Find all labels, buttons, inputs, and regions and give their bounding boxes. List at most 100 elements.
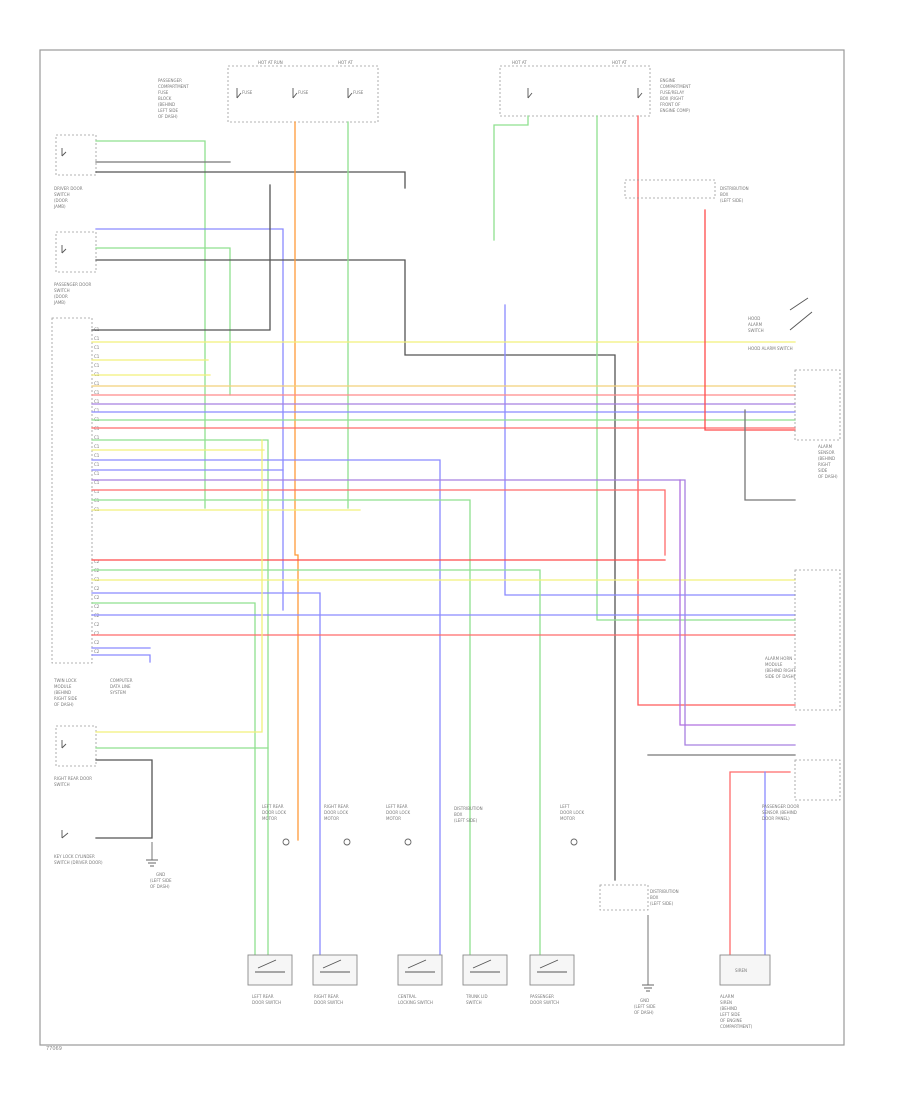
svg-text:LEFT SIDE: LEFT SIDE xyxy=(158,108,179,113)
lock-cylinder-switch: KEY LOCK CYLINDER SWITCH (DRIVER DOOR) xyxy=(54,830,103,865)
footer-code: 77069 xyxy=(46,1046,62,1052)
svg-text:ENGINE COMP): ENGINE COMP) xyxy=(660,108,690,113)
svg-text:COMPUTER: COMPUTER xyxy=(110,678,133,683)
wire-red-right-fuse xyxy=(637,115,796,706)
svg-text:SWITCH: SWITCH xyxy=(54,192,70,197)
svg-text:(BEHIND: (BEHIND xyxy=(720,1006,737,1011)
driver-door-lock-switch: PASSENGER DOOR SWITCH LEFT DOOR LOCK MOT… xyxy=(529,804,584,1005)
svg-text:SENSOR (BEHIND: SENSOR (BEHIND xyxy=(762,810,797,815)
svg-text:SWITCH: SWITCH xyxy=(54,782,70,787)
svg-text:(LEFT SIDE: (LEFT SIDE xyxy=(634,1004,656,1009)
left-rear-door-switch: LEFT REAR DOOR SWITCH LEFT REAR DOOR LOC… xyxy=(247,804,293,1005)
svg-text:C1: C1 xyxy=(94,363,100,368)
svg-text:GND: GND xyxy=(640,998,649,1003)
svg-text:(LEFT SIDE): (LEFT SIDE) xyxy=(720,198,744,203)
svg-text:(LEFT SIDE: (LEFT SIDE xyxy=(150,878,172,883)
distribution-box-top: DISTRIBUTION BOX (LEFT SIDE) xyxy=(624,179,749,203)
twin-lock-module-right: ALARM HORN MODULE (BEHIND RIGHT SIDE OF … xyxy=(765,569,841,711)
svg-text:(DOOR: (DOOR xyxy=(54,198,68,203)
svg-text:SWITCH (DRIVER DOOR): SWITCH (DRIVER DOOR) xyxy=(54,860,103,865)
svg-text:DOOR SWITCH: DOOR SWITCH xyxy=(530,1000,559,1005)
svg-text:DISTRIBUTION: DISTRIBUTION xyxy=(720,186,749,191)
svg-text:DRIVER DOOR: DRIVER DOOR xyxy=(54,186,83,191)
svg-text:JAMB): JAMB) xyxy=(53,300,66,305)
wire-orange-fuse xyxy=(294,121,299,841)
wire-h-c2-9 xyxy=(91,654,151,663)
svg-text:PASSENGER DOOR: PASSENGER DOOR xyxy=(54,282,92,287)
svg-text:PASSENGER DOOR: PASSENGER DOOR xyxy=(762,804,800,809)
svg-text:OF ENGINE: OF ENGINE xyxy=(720,1018,743,1023)
wire-green-right-fuse2 xyxy=(596,115,796,621)
svg-text:LEFT: LEFT xyxy=(560,804,570,809)
svg-text:BOX: BOX xyxy=(454,812,463,817)
wire-yellow-lower xyxy=(95,439,263,733)
svg-text:C1: C1 xyxy=(94,336,100,341)
svg-text:FUSE: FUSE xyxy=(242,90,253,95)
svg-text:(BEHIND RIGHT: (BEHIND RIGHT xyxy=(765,668,796,673)
svg-text:DOOR SWITCH: DOOR SWITCH xyxy=(314,1000,343,1005)
svg-text:C2: C2 xyxy=(94,631,100,636)
wire-green-right-fuse xyxy=(493,115,529,241)
wire-black-driver2 xyxy=(95,171,406,189)
wire-green-driver xyxy=(95,140,206,509)
svg-text:LEFT REAR: LEFT REAR xyxy=(262,804,284,809)
svg-text:COMPARTMENT: COMPARTMENT xyxy=(660,84,691,89)
svg-text:ALARM HORN: ALARM HORN xyxy=(765,656,792,661)
wire-h-10 xyxy=(91,439,269,961)
svg-text:TRUNK LID: TRUNK LID xyxy=(465,994,488,999)
passenger-door-switch: PASSENGER DOOR SWITCH (DOOR JAMB) xyxy=(53,231,97,305)
svg-text:DOOR LOCK: DOOR LOCK xyxy=(386,810,410,815)
svg-text:DOOR LOCK: DOOR LOCK xyxy=(324,810,348,815)
svg-text:RIGHT: RIGHT xyxy=(818,462,831,467)
svg-text:C2: C2 xyxy=(94,586,100,591)
ground-left: GND (LEFT SIDE OF DASH) xyxy=(146,842,172,889)
svg-text:C1: C1 xyxy=(94,462,100,467)
svg-text:CENTRAL: CENTRAL xyxy=(398,994,417,999)
diagram-frame xyxy=(39,49,845,1046)
driver-door-switch: DRIVER DOOR SWITCH (DOOR JAMB) xyxy=(53,134,97,209)
fuse-box-right: HOT AT HOT AT ENGINE COMPARTMENT FUSE/RE… xyxy=(499,60,691,117)
svg-text:C1: C1 xyxy=(94,390,100,395)
svg-text:C2: C2 xyxy=(94,622,100,627)
keyless-entry-module: ALARM SENSOR (BEHIND RIGHT SIDE OF DASH) xyxy=(794,369,841,479)
svg-text:SWITCH: SWITCH xyxy=(748,328,764,333)
svg-text:LOCKING SWITCH: LOCKING SWITCH xyxy=(398,1000,433,1005)
svg-text:C1: C1 xyxy=(94,408,100,413)
svg-text:RIGHT REAR DOOR: RIGHT REAR DOOR xyxy=(54,776,92,781)
svg-text:GND: GND xyxy=(156,872,165,877)
svg-text:MODULE: MODULE xyxy=(765,662,783,667)
svg-text:RIGHT REAR: RIGHT REAR xyxy=(324,804,349,809)
svg-text:ALARM: ALARM xyxy=(748,322,763,327)
distribution-bottom: DISTRIBUTION BOX (LEFT SIDE) xyxy=(599,884,679,911)
wire-h-c2-5 xyxy=(91,602,256,961)
svg-text:(BEHIND: (BEHIND xyxy=(158,102,175,107)
svg-text:OF DASH): OF DASH) xyxy=(150,884,170,889)
svg-text:BOX (RIGHT: BOX (RIGHT xyxy=(660,96,684,101)
svg-text:COMPARTMENT: COMPARTMENT xyxy=(158,84,189,89)
central-locking-module: PASSENGER DOOR SENSOR (BEHIND DOOR PANEL… xyxy=(762,759,841,821)
svg-text:C2: C2 xyxy=(94,649,100,654)
svg-text:SWITCH: SWITCH xyxy=(466,1000,482,1005)
svg-text:SIDE OF DASH): SIDE OF DASH) xyxy=(765,674,796,679)
svg-text:OF DASH): OF DASH) xyxy=(54,702,74,707)
svg-text:PASSENGER: PASSENGER xyxy=(530,994,554,999)
svg-text:RIGHT SIDE: RIGHT SIDE xyxy=(54,696,78,701)
svg-text:PASSENGER: PASSENGER xyxy=(158,78,182,83)
svg-text:SIREN: SIREN xyxy=(720,1000,732,1005)
svg-text:FUSE/RELAY: FUSE/RELAY xyxy=(660,90,685,95)
svg-text:DOOR LOCK: DOOR LOCK xyxy=(262,810,286,815)
wire-black-top xyxy=(91,184,271,331)
svg-text:DISTRIBUTION: DISTRIBUTION xyxy=(650,889,679,894)
wire-h-15 xyxy=(91,489,666,556)
alarm-siren: SIREN ALARM SIREN (BEHIND LEFT SIDE OF E… xyxy=(719,954,771,1029)
svg-text:JAMB): JAMB) xyxy=(53,204,66,209)
wire-blue-right xyxy=(504,304,796,596)
wire-green-passenger xyxy=(95,247,231,396)
svg-text:DOOR LOCK: DOOR LOCK xyxy=(560,810,584,815)
svg-text:C1: C1 xyxy=(94,381,100,386)
right-rear-door-switch: RIGHT REAR DOOR SWITCH RIGHT REAR DOOR L… xyxy=(312,804,358,1005)
ground-bottom: GND (LEFT SIDE OF DASH) xyxy=(634,915,656,1015)
svg-text:C1: C1 xyxy=(94,435,100,440)
svg-text:ENGINE: ENGINE xyxy=(660,78,676,83)
